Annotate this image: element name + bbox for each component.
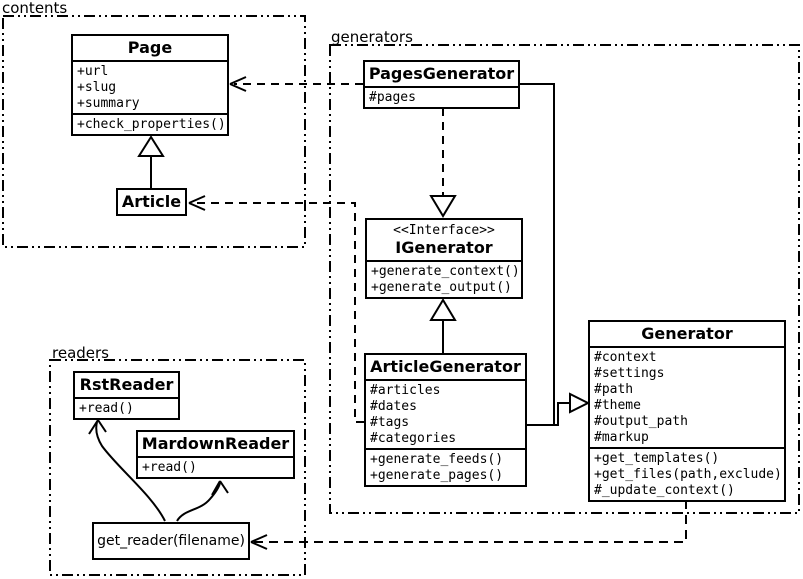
member-row: +url: [77, 64, 109, 79]
class-article-generator-attributes: #articles #dates #tags #categories: [366, 379, 525, 448]
class-page-attributes: +url +slug +summary: [73, 60, 227, 113]
class-rst-reader-title: RstReader: [79, 375, 174, 394]
class-markdown-reader-methods: +read(): [138, 456, 293, 477]
member-row: +get_files(path,exclude): [594, 467, 782, 482]
member-row: #pages: [369, 90, 416, 105]
class-article: Article: [116, 188, 187, 216]
arrow-pagesgenerator-to-igenerator: [429, 108, 457, 218]
package-generators-border: [329, 44, 800, 514]
class-pages-generator: PagesGenerator #pages: [363, 60, 520, 109]
arrow-generator-to-getreader: [250, 500, 687, 550]
class-igenerator-title: IGenerator: [395, 238, 493, 257]
package-contents-border: [2, 15, 306, 248]
class-markdown-reader-title: MardownReader: [141, 434, 290, 453]
class-igenerator-stereotype: <<Interface>>: [393, 223, 495, 238]
class-article-title: Article: [121, 192, 182, 211]
member-row: +get_templates(): [594, 451, 720, 466]
member-row: +read(): [142, 460, 197, 475]
arrow-getreader-to-rstreader: [88, 419, 166, 522]
member-row: #tags: [370, 415, 410, 430]
class-generator-attributes: #context #settings #path #theme #output_…: [590, 346, 784, 447]
class-article-generator: ArticleGenerator #articles #dates #tags …: [364, 353, 527, 487]
member-row: #articles: [370, 383, 441, 398]
class-rst-reader: RstReader +read(): [73, 371, 180, 420]
member-row: #dates: [370, 399, 417, 414]
package-readers-border: [49, 359, 306, 576]
arrow-getreader-to-markdownreader: [176, 480, 229, 522]
class-generator-title: Generator: [641, 324, 733, 343]
member-row: #_update_context(): [594, 483, 735, 498]
member-row: +check_properties(): [77, 117, 226, 132]
member-row: #output_path: [594, 414, 688, 429]
package-label-readers: readers: [52, 344, 109, 362]
member-row: +summary: [77, 96, 140, 111]
member-row: #context: [594, 350, 657, 365]
class-article-generator-methods: +generate_feeds() +generate_pages(): [366, 448, 525, 485]
get-reader-label: get_reader(filename): [97, 533, 245, 549]
class-rst-reader-methods: +read(): [75, 397, 178, 418]
class-generator: Generator #context #settings #path #them…: [588, 320, 786, 502]
package-label-contents: contents: [2, 0, 68, 17]
class-generator-methods: +get_templates() +get_files(path,exclude…: [590, 447, 784, 500]
member-row: #categories: [370, 431, 457, 446]
class-pages-generator-attributes: #pages: [365, 86, 518, 107]
arrow-articlegenerator-to-igenerator: [429, 298, 457, 353]
member-row: +generate_output(): [371, 280, 512, 295]
class-page: Page +url +slug +summary +check_properti…: [71, 34, 229, 136]
class-igenerator-methods: +generate_context() +generate_output(): [367, 260, 521, 297]
class-igenerator: <<Interface>> IGenerator +generate_conte…: [365, 218, 523, 299]
class-pages-generator-title: PagesGenerator: [368, 64, 515, 83]
member-row: +read(): [79, 401, 134, 416]
class-article-generator-title: ArticleGenerator: [370, 357, 521, 376]
get-reader-box: get_reader(filename): [92, 522, 250, 560]
arrow-article-to-page: [137, 135, 165, 188]
class-markdown-reader: MardownReader +read(): [136, 430, 295, 479]
member-row: #markup: [594, 430, 649, 445]
member-row: +generate_feeds(): [370, 452, 504, 467]
arrow-generators-to-generator: [520, 83, 591, 426]
class-page-methods: +check_properties(): [73, 113, 227, 134]
arrow-articlegenerator-to-article: [188, 195, 364, 423]
arrow-pagesgenerator-to-page: [229, 76, 363, 92]
member-row: #theme: [594, 398, 641, 413]
class-page-title: Page: [127, 38, 173, 57]
member-row: #path: [594, 382, 634, 397]
package-label-generators: generators: [331, 28, 413, 46]
member-row: +slug: [77, 80, 117, 95]
member-row: #settings: [594, 366, 665, 381]
member-row: +generate_context(): [371, 264, 520, 279]
member-row: +generate_pages(): [370, 468, 504, 483]
